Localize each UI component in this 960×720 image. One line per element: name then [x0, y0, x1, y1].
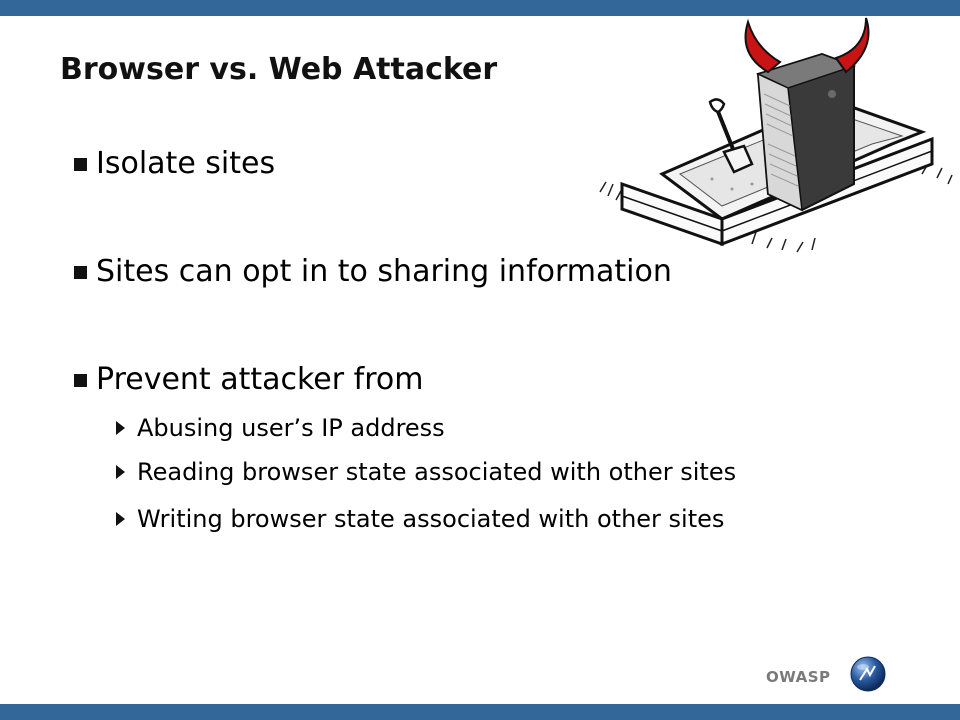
triangle-bullet-icon	[116, 421, 125, 435]
bottom-bar	[0, 704, 960, 720]
triangle-bullet-icon	[116, 512, 125, 526]
owasp-globe-logo-icon	[850, 656, 886, 692]
bullet-text: Isolate sites	[96, 146, 276, 181]
sub-bullet-text: Abusing user’s IP address	[137, 414, 445, 442]
square-bullet-icon	[74, 374, 87, 387]
slide-title: Browser vs. Web Attacker	[60, 52, 498, 87]
sub-bullet-writing-state: Writing browser state associated with ot…	[116, 505, 724, 533]
owasp-footer-label: OWASP	[766, 668, 831, 686]
bullet-prevent-attacker: Prevent attacker from	[74, 362, 423, 397]
sub-bullet-text: Writing browser state associated with ot…	[137, 505, 725, 533]
bullet-text: Prevent attacker from	[96, 362, 424, 397]
triangle-bullet-icon	[116, 465, 125, 479]
top-bar	[0, 0, 960, 16]
square-bullet-icon	[74, 266, 87, 279]
bullet-opt-in-sharing: Sites can opt in to sharing information	[74, 254, 672, 289]
bullet-text: Sites can opt in to sharing information	[96, 254, 672, 289]
sub-bullet-ip-address: Abusing user’s IP address	[116, 414, 445, 442]
bullet-isolate-sites: Isolate sites	[74, 146, 275, 181]
square-bullet-icon	[74, 158, 87, 171]
sandbox-devil-server-icon	[599, 17, 953, 253]
sub-bullet-reading-state: Reading browser state associated with ot…	[116, 458, 736, 486]
sub-bullet-text: Reading browser state associated with ot…	[137, 458, 737, 486]
